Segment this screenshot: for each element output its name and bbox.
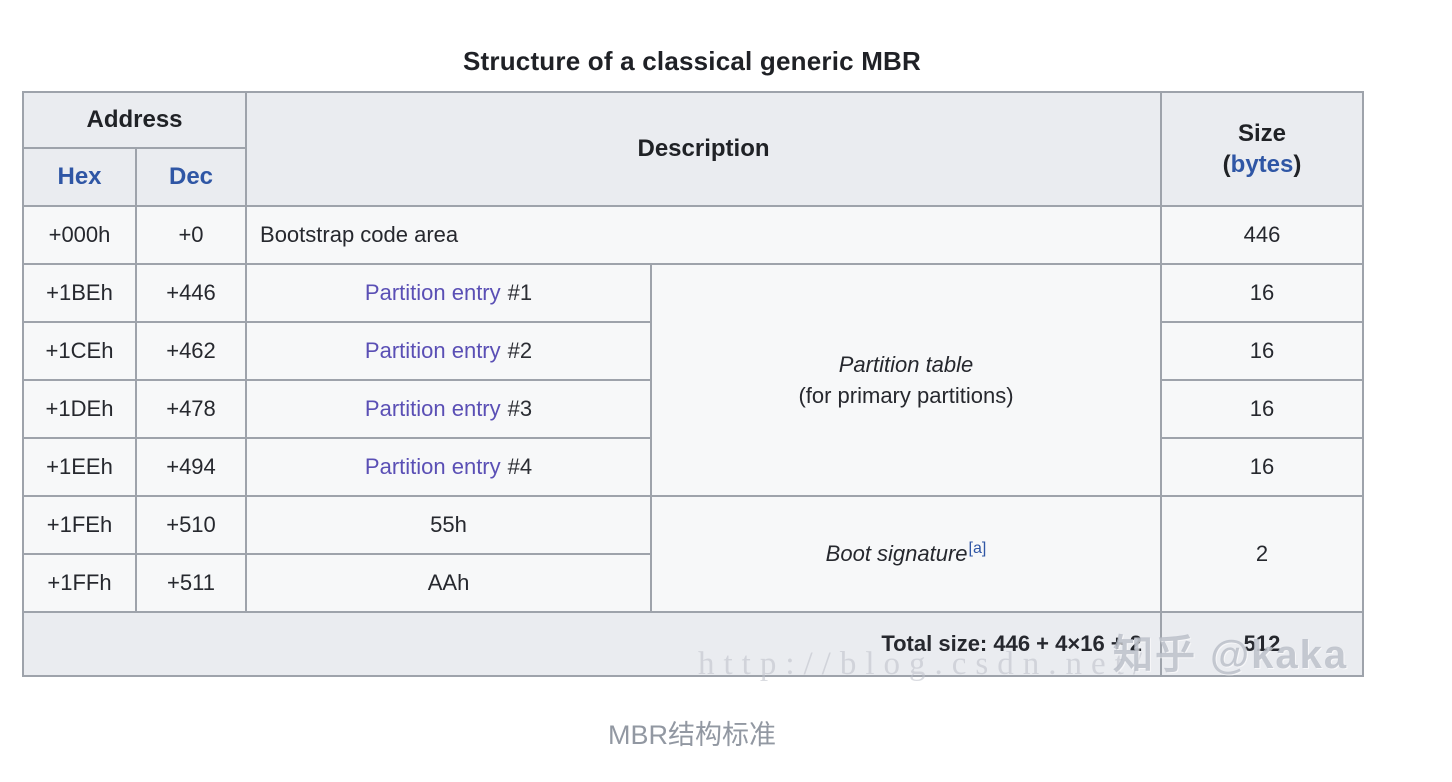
partition-entry-cell: Partition entry#2 <box>245 321 653 381</box>
total-size-value: 512 <box>1160 611 1365 677</box>
size-cell: 16 <box>1160 437 1365 497</box>
dec-cell: +478 <box>134 379 248 439</box>
dec-cell: +0 <box>134 205 248 265</box>
signature-byte-cell: AAh <box>245 553 653 613</box>
hex-cell: +1FEh <box>22 495 137 555</box>
hex-cell: +1BEh <box>22 263 137 323</box>
partition-table-title: Partition table <box>838 352 974 377</box>
signature-byte-cell: 55h <box>245 495 653 555</box>
table-row-bootstrap: +000h +0 Bootstrap code area 446 <box>22 205 1365 265</box>
page-title: Structure of a classical generic MBR <box>462 46 922 76</box>
partition-entry-link[interactable]: Partition entry <box>364 338 501 363</box>
dec-cell: +510 <box>134 495 248 555</box>
header-size-bytes: (bytes) <box>1162 149 1362 180</box>
description-cell: Bootstrap code area <box>245 205 1163 265</box>
table-row-total: Total size: 446 + 4×16 + 2 512 <box>21 611 1365 677</box>
total-size-label: Total size: 446 + 4×16 + 2 <box>21 611 1163 677</box>
hex-cell: +000h <box>22 205 137 265</box>
table-row-partition-4: +1EEh +494 Partition entry#4 16 <box>22 437 1365 497</box>
hex-cell: +1DEh <box>22 379 137 439</box>
size-cell: 446 <box>1160 205 1365 265</box>
paren-open: ( <box>1222 151 1231 178</box>
partition-entry-cell: Partition entry#4 <box>245 437 653 497</box>
table-row-signature-55h: +1FEh +510 55h Boot signature[a] 2 <box>22 495 1365 613</box>
size-cell-boot-signature: 2 <box>1160 495 1365 613</box>
partition-entry-link[interactable]: Partition entry <box>364 396 501 421</box>
size-cell: 16 <box>1160 321 1365 381</box>
partition-entry-number: #4 <box>507 454 533 479</box>
boot-signature-cell: Boot signature[a] <box>650 495 1163 613</box>
figure-caption: MBR结构标准 <box>608 720 776 750</box>
header-description: Description <box>245 91 1163 207</box>
dec-cell: +446 <box>134 263 248 323</box>
mbr-structure-table: Address Description Size (bytes) Hex Dec… <box>21 91 1365 677</box>
partition-entry-number: #3 <box>507 396 533 421</box>
dec-cell: +462 <box>134 321 248 381</box>
header-size-top: Size <box>1238 120 1287 147</box>
partition-entry-link[interactable]: Partition entry <box>364 280 501 305</box>
header-size: Size (bytes) <box>1160 91 1365 207</box>
size-cell: 16 <box>1160 263 1365 323</box>
table-row-partition-1: +1BEh +446 Partition entry#1 Partition t… <box>22 263 1365 497</box>
hex-link[interactable]: Hex <box>57 163 102 190</box>
dec-cell: +511 <box>134 553 248 613</box>
partition-table-cell: Partition table (for primary partitions) <box>650 263 1163 497</box>
partition-entry-number: #1 <box>507 280 533 305</box>
boot-signature-label: Boot signature <box>825 541 968 566</box>
bytes-link[interactable]: bytes <box>1230 151 1294 178</box>
header-address: Address <box>21 91 248 149</box>
table-row-partition-2: +1CEh +462 Partition entry#2 16 <box>22 321 1365 381</box>
partition-table-subtitle: (for primary partitions) <box>798 383 1014 408</box>
partition-entry-number: #2 <box>507 338 533 363</box>
header-dec: Dec <box>134 147 248 207</box>
dec-link[interactable]: Dec <box>168 163 214 190</box>
dec-cell: +494 <box>134 437 248 497</box>
hex-cell: +1EEh <box>22 437 137 497</box>
partition-entry-cell: Partition entry#1 <box>245 263 653 323</box>
table-row-signature-aah: +1FFh +511 AAh <box>22 553 1363 613</box>
footnote-a-link[interactable]: [a] <box>968 539 987 557</box>
partition-entry-link[interactable]: Partition entry <box>364 454 501 479</box>
footnote-ref: [a] <box>969 540 987 557</box>
paren-close: ) <box>1293 151 1302 178</box>
header-hex: Hex <box>22 147 137 207</box>
hex-cell: +1CEh <box>22 321 137 381</box>
article-page: Structure of a classical generic MBR Add… <box>0 46 1452 782</box>
hex-cell: +1FFh <box>22 553 137 613</box>
partition-entry-cell: Partition entry#3 <box>245 379 653 439</box>
size-cell: 16 <box>1160 379 1365 439</box>
table-row-partition-3: +1DEh +478 Partition entry#3 16 <box>22 379 1365 439</box>
